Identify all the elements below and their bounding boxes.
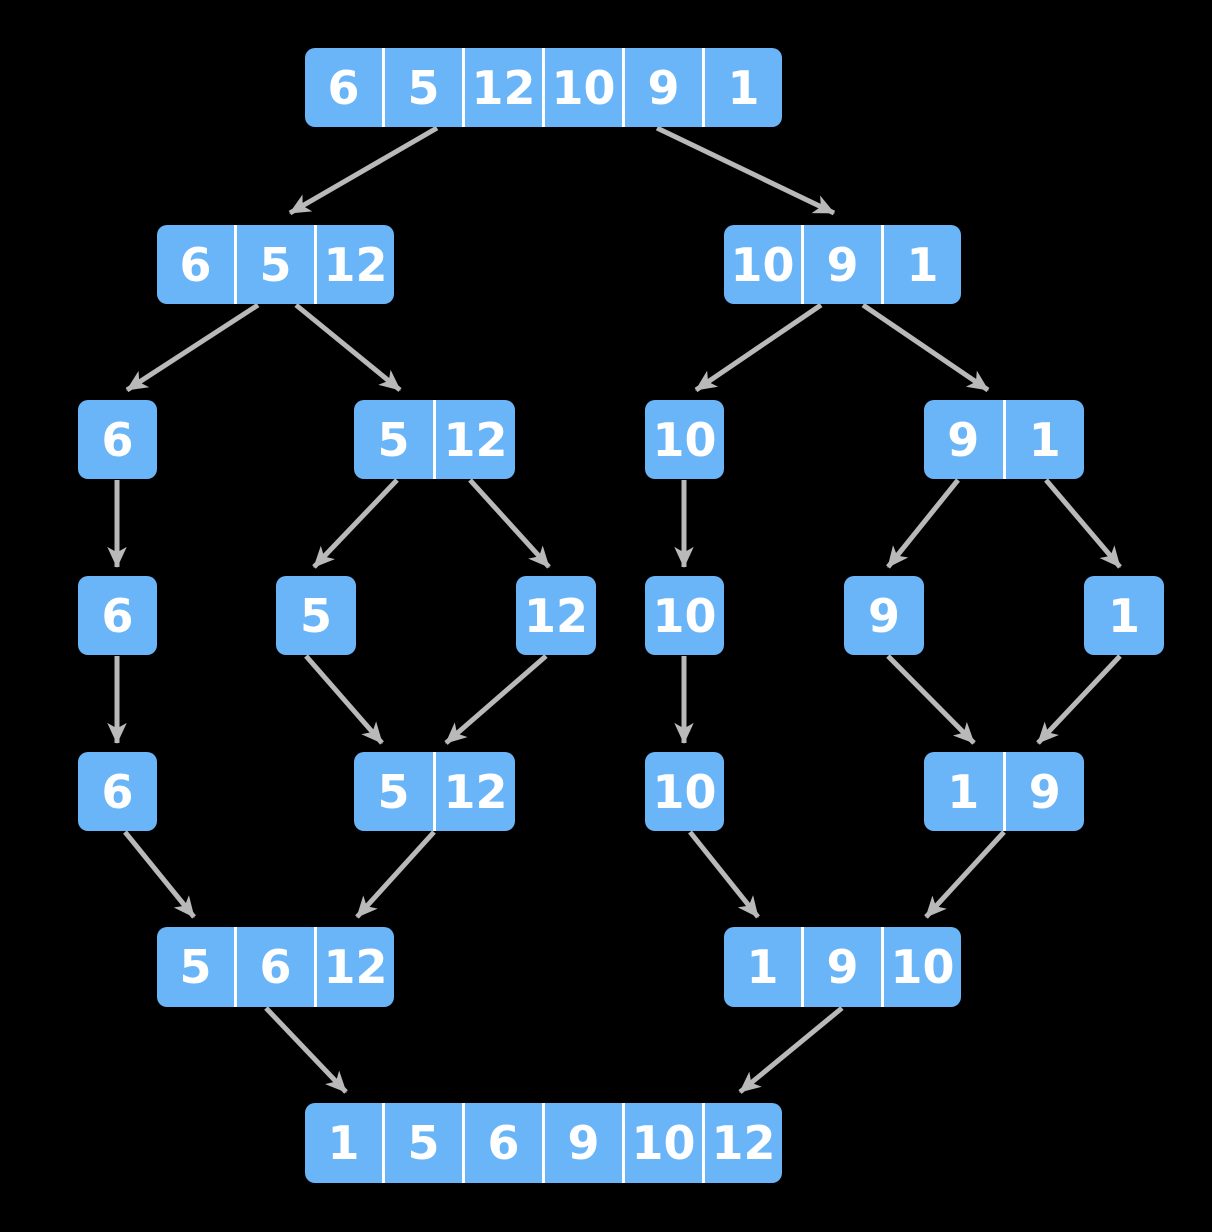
array-cell: 5 — [234, 225, 314, 304]
arrow-split3-b-to-merge1-b — [304, 654, 384, 745]
arrow-split3-e-to-merge1-d — [886, 654, 976, 745]
array-cell: 5 — [377, 412, 410, 467]
array-box-merge1-a: 6 — [78, 752, 157, 831]
array-cell: 1 — [746, 940, 779, 994]
array-cell: 5 — [179, 940, 212, 994]
array-cell: 12 — [433, 400, 515, 479]
arrow-root-array-to-split1-right — [655, 125, 836, 216]
array-cell: 9 — [542, 1103, 622, 1183]
arrow-merge1-c-to-merge2-right — [688, 830, 760, 919]
array-box-merge1-b: 5 12 — [354, 752, 515, 831]
array-cell: 12 — [314, 927, 394, 1007]
arrow-split1-right-to-split2-d — [861, 302, 990, 393]
array-box-split3-d: 10 — [645, 576, 724, 655]
array-box-split3-e: 9 — [844, 576, 924, 655]
array-cell: 1 — [1002, 400, 1085, 479]
array-cell: 12 — [433, 752, 515, 831]
array-cell: 6 — [179, 237, 212, 292]
array-cell: 12 — [702, 1103, 782, 1183]
array-cell: 1 — [1107, 588, 1140, 643]
array-cell: 6 — [101, 764, 134, 819]
arrow-split2-b-to-split3-b — [312, 478, 399, 569]
arrow-split2-d-to-split3-e — [886, 478, 960, 569]
arrow-merge2-left-to-sorted-array — [264, 1006, 348, 1094]
array-box-split2-a: 6 — [78, 400, 157, 479]
array-cell: 5 — [299, 588, 332, 643]
array-cell: 9 — [867, 588, 900, 643]
array-box-split2-b: 5 12 — [354, 400, 515, 479]
array-cell: 9 — [1002, 752, 1085, 831]
array-box-split2-c: 10 — [645, 400, 724, 479]
arrow-split3-f-to-merge1-d — [1036, 654, 1122, 745]
array-cell: 12 — [523, 588, 588, 643]
arrow-merge1-a-to-merge2-left — [123, 830, 196, 919]
arrow-split1-left-to-split2-a — [125, 302, 260, 393]
array-box-split3-f: 1 — [1084, 576, 1164, 655]
array-cell: 5 — [382, 1103, 462, 1183]
arrow-merge2-right-to-sorted-array — [738, 1006, 844, 1094]
array-cell: 10 — [622, 1103, 702, 1183]
array-cell: 10 — [730, 237, 795, 292]
array-cell: 10 — [652, 412, 717, 467]
array-cell: 12 — [314, 225, 394, 304]
array-cell: 9 — [801, 927, 881, 1007]
arrow-split1-left-to-split2-b — [294, 303, 402, 392]
array-cell: 9 — [801, 225, 881, 304]
array-box-merge1-c: 10 — [645, 752, 724, 831]
arrow-split1-right-to-split2-c — [694, 302, 823, 393]
array-cell: 5 — [382, 48, 462, 127]
array-cell: 6 — [327, 60, 360, 115]
arrow-merge1-d-to-merge2-right — [924, 830, 1006, 919]
array-box-split3-a: 6 — [78, 576, 157, 655]
arrow-split2-b-to-split3-c — [468, 478, 551, 569]
array-cell: 10 — [881, 927, 961, 1007]
arrow-split3-c-to-merge1-b — [444, 654, 548, 745]
array-box-split3-c: 12 — [516, 576, 596, 655]
array-box-split3-b: 5 — [276, 576, 356, 655]
array-cell: 9 — [622, 48, 702, 127]
array-cell: 10 — [542, 48, 622, 127]
array-cell: 9 — [947, 412, 980, 467]
array-cell: 6 — [462, 1103, 542, 1183]
array-cell: 6 — [101, 412, 134, 467]
arrow-merge1-b-to-merge2-left — [355, 830, 436, 919]
array-cell: 1 — [947, 764, 980, 819]
array-cell: 10 — [652, 764, 717, 819]
array-cell: 6 — [234, 927, 314, 1007]
array-cell: 5 — [377, 764, 410, 819]
array-cell: 1 — [702, 48, 782, 127]
array-cell: 10 — [652, 588, 717, 643]
array-cell: 1 — [327, 1116, 360, 1170]
arrow-root-array-to-split1-left — [288, 125, 439, 216]
array-cell: 12 — [462, 48, 542, 127]
arrow-split2-d-to-split3-f — [1044, 478, 1122, 569]
array-cell: 6 — [101, 588, 134, 643]
array-cell: 1 — [881, 225, 961, 304]
